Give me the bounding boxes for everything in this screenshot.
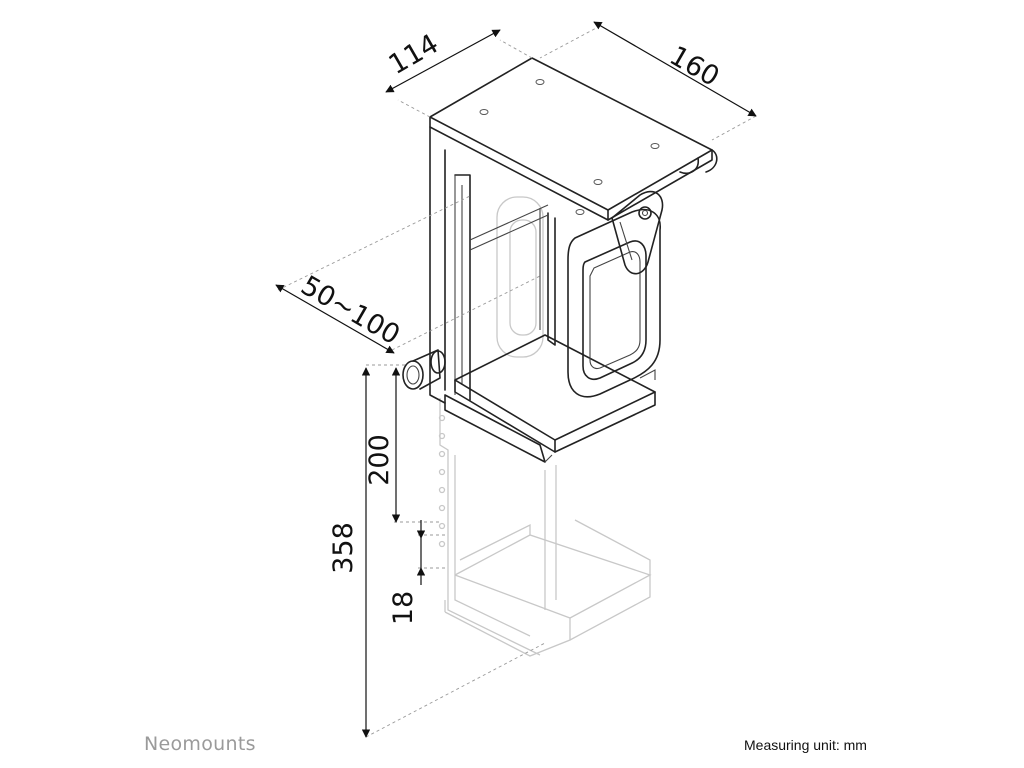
dim-depth-label: 114 [384, 28, 444, 81]
extension-lines [277, 25, 757, 738]
adjustment-holes [438, 414, 446, 548]
lower-frame [438, 398, 652, 657]
dim-adjust-width-label: 50~100 [296, 270, 405, 351]
dim-width-label: 160 [664, 40, 724, 93]
upper-frame [402, 57, 718, 463]
dim-bottom-lip-label: 18 [388, 591, 419, 625]
dimension-lines [275, 21, 757, 738]
dim-adjust-height-label: 200 [364, 434, 395, 486]
lock-knob [402, 349, 446, 390]
brand-logo: Neomounts [144, 733, 256, 755]
measuring-unit-note: Measuring unit: mm [744, 737, 867, 753]
dim-total-height-label: 358 [328, 522, 359, 574]
